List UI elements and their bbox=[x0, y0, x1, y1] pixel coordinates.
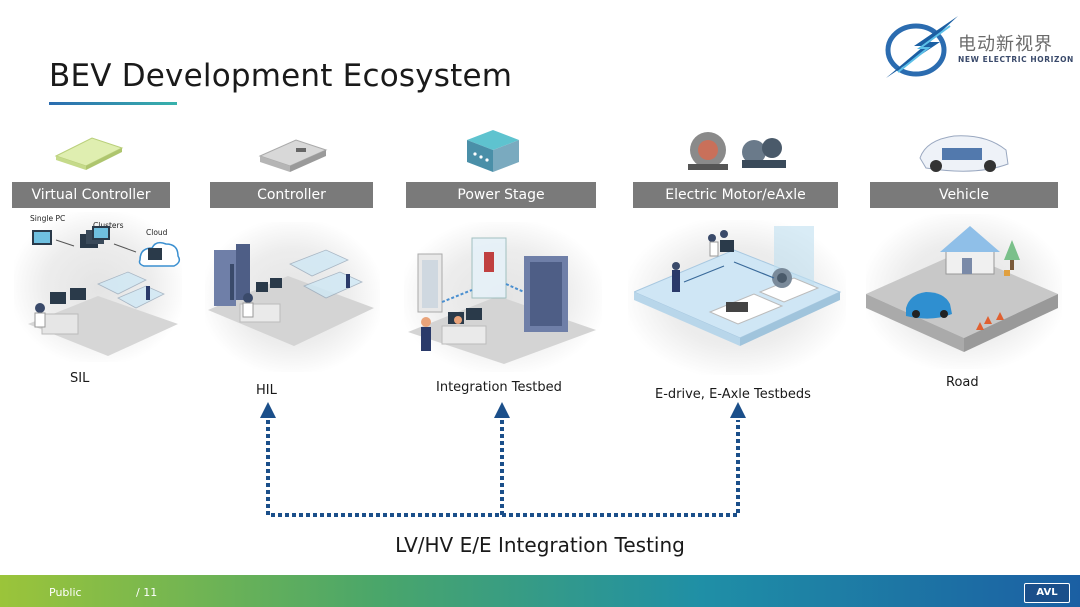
hil-testbench-icon bbox=[208, 244, 374, 346]
sil-label-cloud: Cloud bbox=[146, 228, 168, 237]
vehicle-chassis-icon bbox=[919, 135, 1009, 172]
integration-testbed-icon bbox=[408, 237, 596, 364]
sil-label-single-pc: Single PC bbox=[30, 214, 66, 223]
arrowhead-edrive bbox=[730, 402, 746, 418]
page-title: BEV Development Ecosystem bbox=[49, 58, 513, 94]
logo-english-text: NEW ELECTRIC HORIZON bbox=[958, 55, 1074, 64]
road-scene-icon bbox=[866, 226, 1058, 352]
header-power-stage: Power Stage bbox=[406, 182, 596, 208]
controller-ecu-icon bbox=[258, 139, 328, 172]
header-electric-motor-eaxle: Electric Motor/eAxle bbox=[633, 182, 838, 208]
sil-computers-icon bbox=[28, 226, 181, 356]
footer-classification: Public bbox=[49, 586, 82, 599]
caption-edrive-eaxle-testbeds: E-drive, E-Axle Testbeds bbox=[655, 387, 811, 402]
sil-label-clusters: Clusters bbox=[93, 221, 124, 230]
caption-road: Road bbox=[946, 375, 979, 390]
footer-bar bbox=[0, 575, 1080, 607]
caption-integration-testbed: Integration Testbed bbox=[436, 380, 562, 395]
caption-sil: SIL bbox=[70, 371, 90, 386]
header-virtual-controller: Virtual Controller bbox=[12, 182, 170, 208]
caption-hil: HIL bbox=[256, 383, 277, 398]
arrowhead-integration-testbed bbox=[494, 402, 510, 418]
footer-page-number: / 11 bbox=[136, 586, 158, 599]
avl-brand-logo: AVL bbox=[1024, 583, 1070, 603]
edrive-testbed-icon bbox=[634, 226, 842, 346]
header-vehicle: Vehicle bbox=[870, 182, 1058, 208]
arrowhead-hil bbox=[260, 402, 276, 418]
header-controller: Controller bbox=[210, 182, 373, 208]
virtual-controller-icon bbox=[54, 137, 124, 170]
integration-testing-label: LV/HV E/E Integration Testing bbox=[395, 533, 685, 557]
lightning-logo-icon bbox=[885, 16, 958, 78]
electric-motor-icon bbox=[688, 132, 786, 170]
title-underline bbox=[49, 102, 177, 105]
power-stage-box-icon bbox=[467, 130, 519, 172]
logo-chinese-text: 电动新视界 bbox=[958, 34, 1053, 55]
